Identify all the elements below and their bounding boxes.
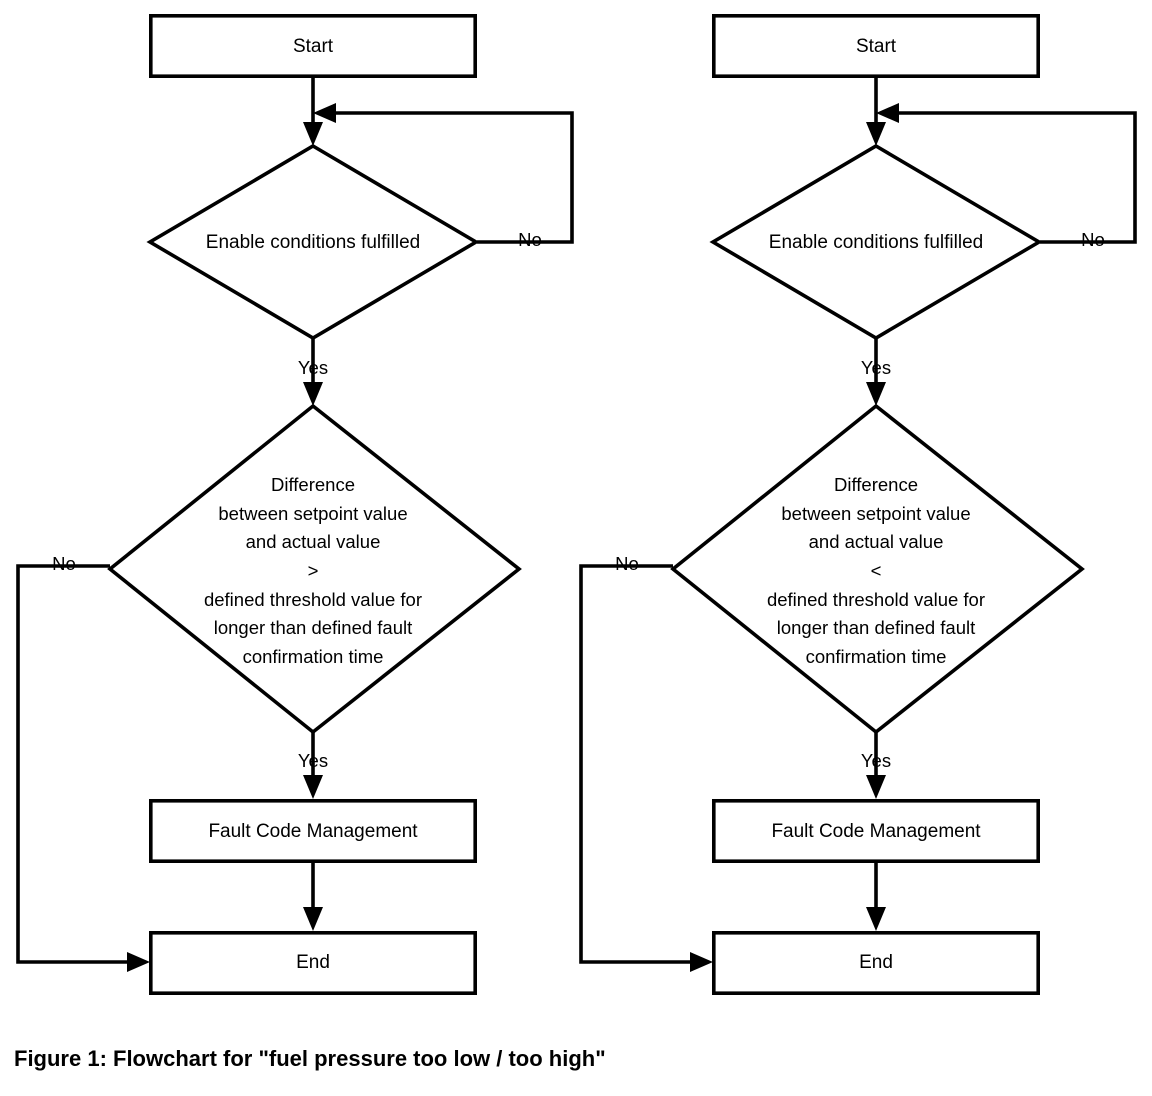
left-arrowhead-into-fault [303, 775, 323, 799]
left-edge-enable-no-return [328, 111, 574, 244]
left-arrowhead-into-end [303, 907, 323, 931]
right-label-decision-no: No [615, 553, 639, 574]
right-label-enable-yes: Yes [861, 357, 891, 378]
left-enable-label: Enable conditions fulfilled [206, 232, 420, 253]
right-fault-box[interactable] [711, 798, 1040, 863]
left-label-enable-yes: Yes [298, 357, 328, 378]
right-edge-decision-no [579, 564, 699, 964]
left-arrowhead-no-return [313, 103, 336, 123]
right-decision-line4: defined threshold value for [767, 589, 985, 610]
left-edge-decision-no [16, 564, 136, 964]
right-decision-operator: < [871, 560, 882, 581]
left-decision-line6: confirmation time [243, 646, 384, 667]
left-start-box[interactable] [149, 14, 477, 79]
right-decision-line3: and actual value [809, 531, 944, 552]
left-label-decision-yes: Yes [298, 750, 328, 771]
right-arrowhead-into-enable [866, 122, 886, 146]
right-end-box[interactable] [711, 930, 1040, 995]
left-decision-line3: and actual value [246, 531, 381, 552]
right-arrowhead-into-fault [866, 775, 886, 799]
right-start-box[interactable] [711, 14, 1040, 79]
left-decision-operator: > [308, 560, 319, 581]
figure-caption: Figure 1: Flowchart for "fuel pressure t… [14, 1046, 606, 1071]
left-arrowhead-no-to-end [127, 952, 150, 972]
right-end-label: End [859, 952, 893, 973]
right-arrowhead-no-return [876, 103, 899, 123]
right-decision-line6: confirmation time [806, 646, 947, 667]
right-label-enable-no: No [1081, 229, 1105, 250]
left-arrowhead-into-enable [303, 122, 323, 146]
right-decision-line1: Difference [834, 474, 918, 495]
left-label-decision-no: No [52, 553, 76, 574]
left-arrowhead-into-decision [303, 382, 323, 406]
left-fault-box[interactable] [149, 798, 477, 863]
right-arrowhead-into-decision [866, 382, 886, 406]
right-fault-label: Fault Code Management [771, 821, 981, 842]
flowchart-right: Start No Enable conditions fulfilled Yes… [579, 14, 1137, 995]
left-decision-line1: Difference [271, 474, 355, 495]
flowchart-left: Start No Enable conditions fulfilled Yes… [16, 14, 574, 995]
left-start-label: Start [293, 36, 334, 57]
right-label-decision-yes: Yes [861, 750, 891, 771]
right-arrowhead-no-to-end [690, 952, 713, 972]
right-start-label: Start [856, 36, 897, 57]
left-decision-line2: between setpoint value [218, 503, 407, 524]
right-arrowhead-into-end [866, 907, 886, 931]
right-decision-line5: longer than defined fault [777, 617, 976, 638]
left-fault-label: Fault Code Management [208, 821, 418, 842]
left-end-label: End [296, 952, 330, 973]
left-end-box[interactable] [149, 930, 477, 995]
left-decision-line5: longer than defined fault [214, 617, 413, 638]
right-decision-line2: between setpoint value [781, 503, 970, 524]
left-decision-line4: defined threshold value for [204, 589, 422, 610]
left-label-enable-no: No [518, 229, 542, 250]
right-enable-label: Enable conditions fulfilled [769, 232, 983, 253]
right-edge-enable-no-return [891, 111, 1137, 244]
